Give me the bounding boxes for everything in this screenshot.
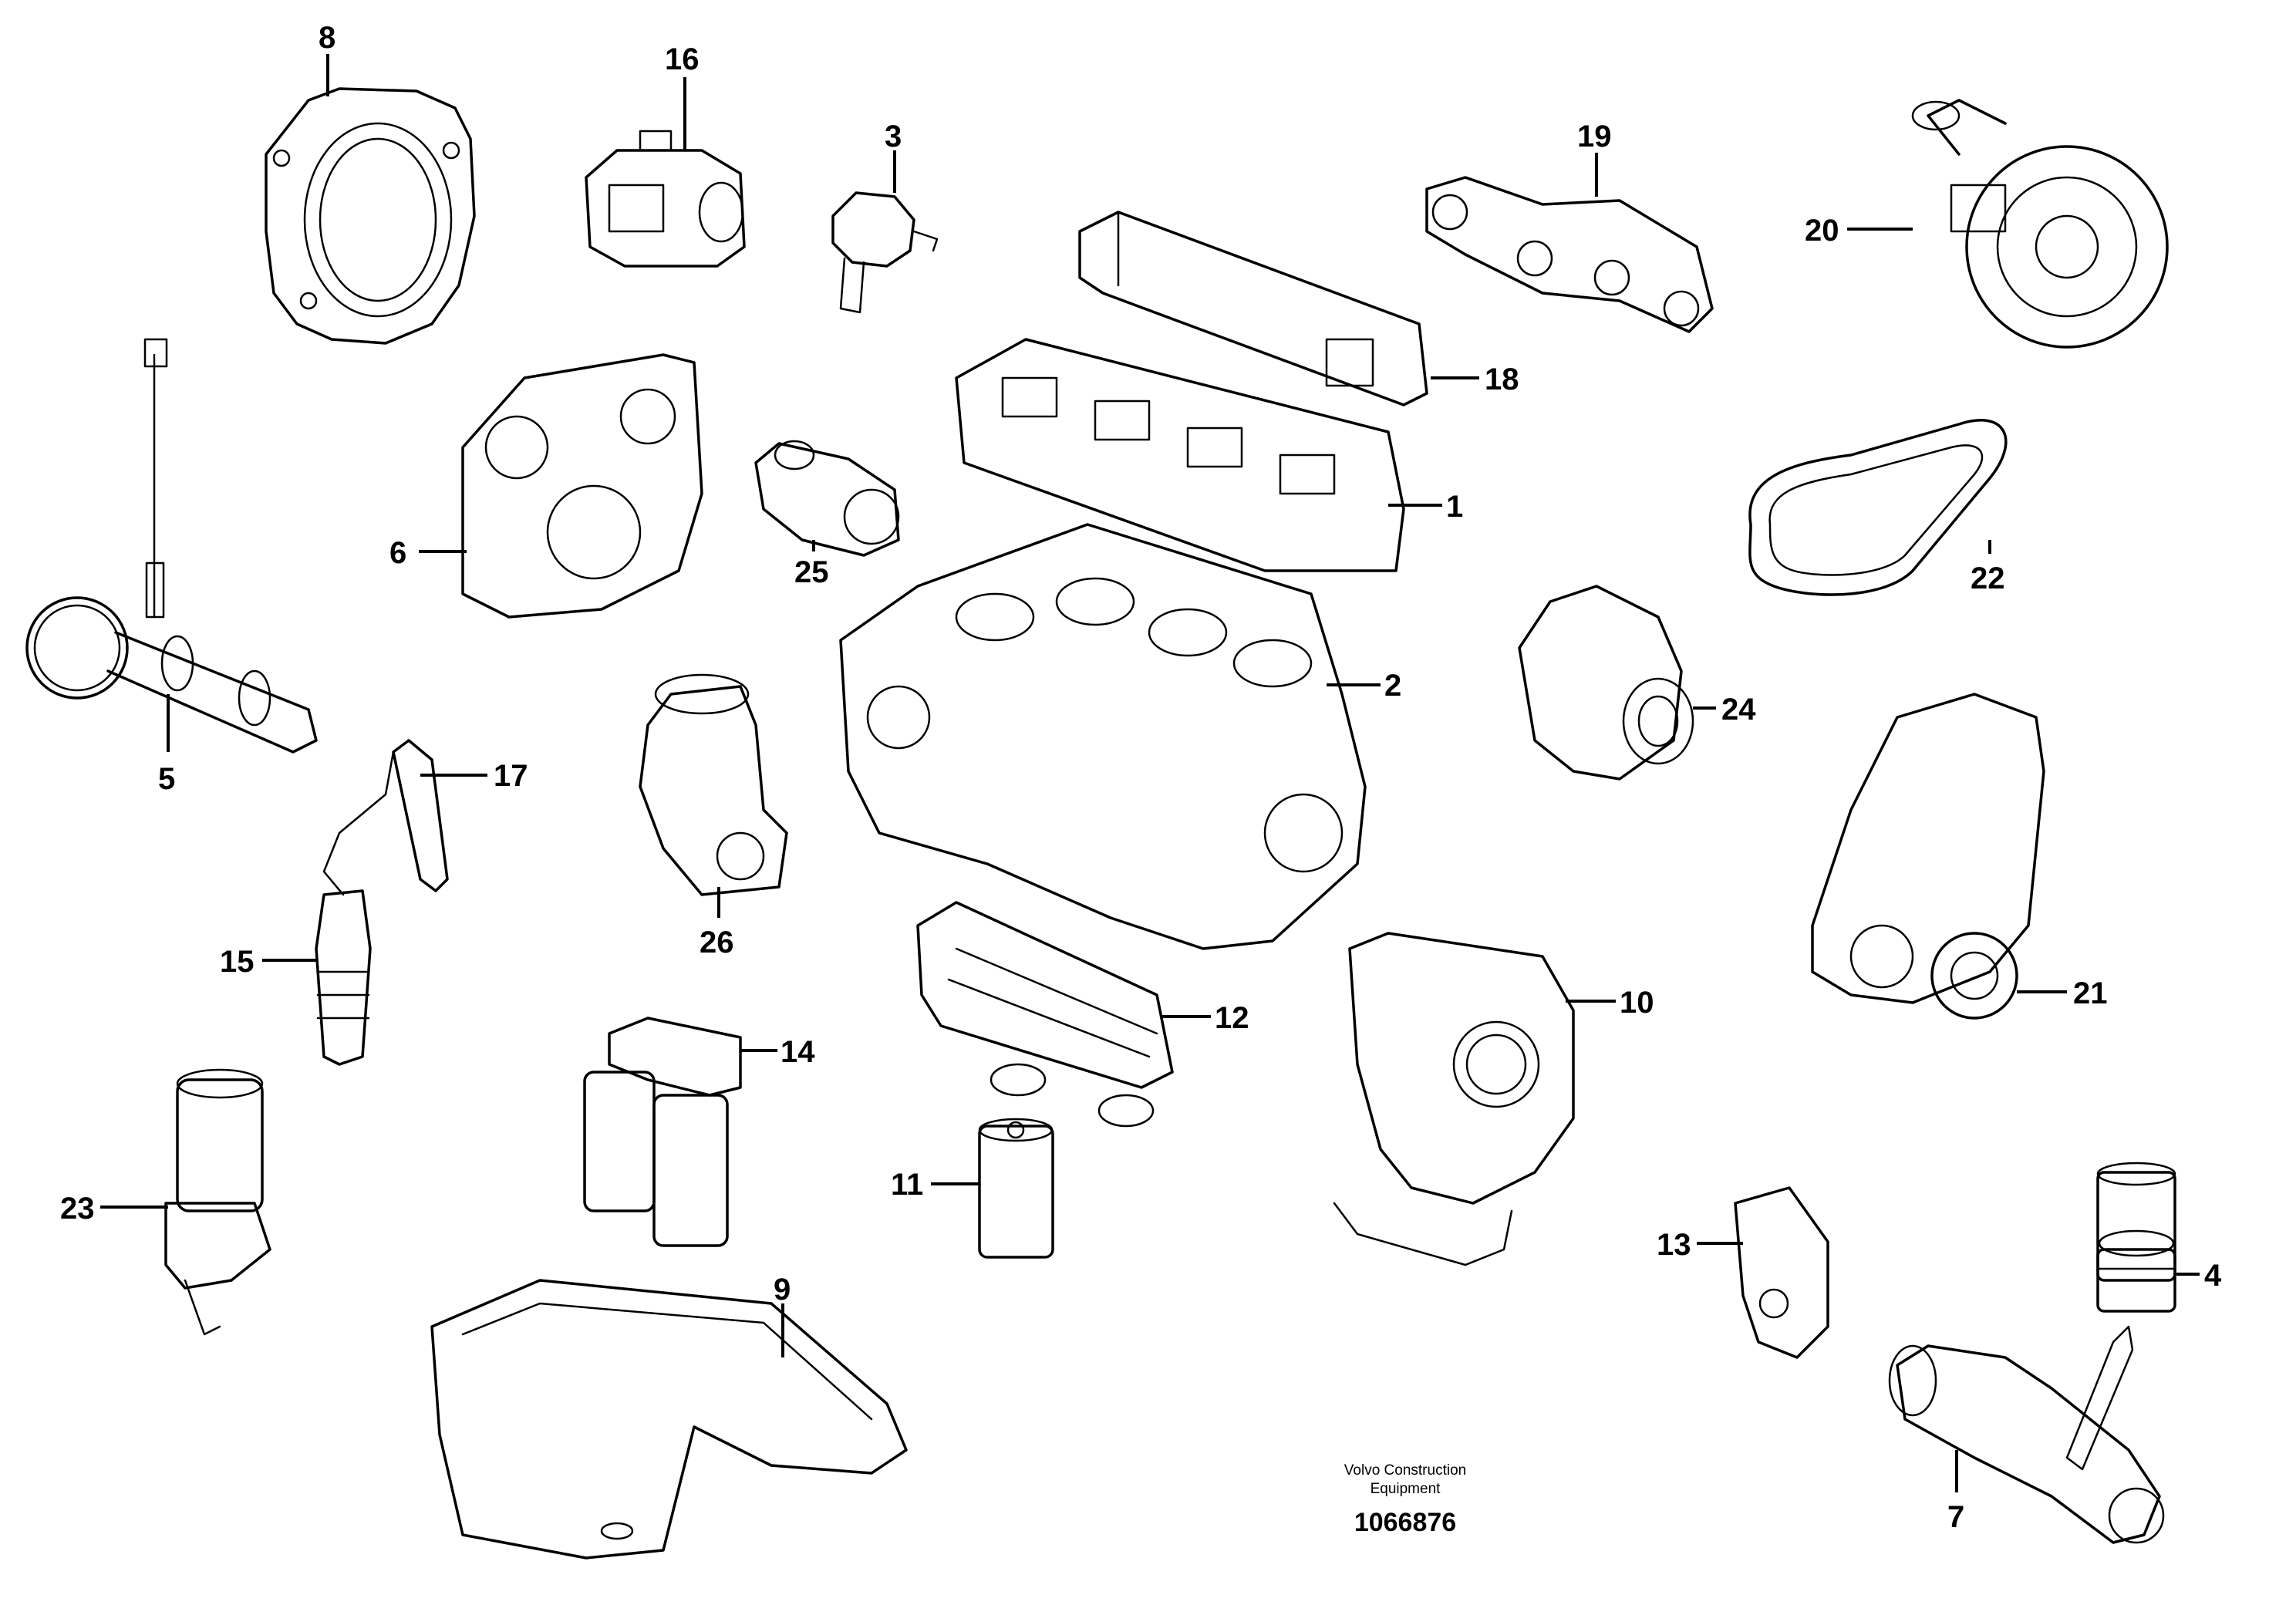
air-compressor-part — [639, 673, 788, 896]
publisher-caption: Volvo Construction Equipment 1066876 — [1344, 1462, 1466, 1537]
leader-lines — [100, 54, 2200, 1492]
timing-gear-casing-part — [461, 353, 703, 619]
fuel-pump-part — [585, 130, 746, 268]
turbocharger-part — [1911, 99, 2169, 349]
callout-15: 15 — [220, 945, 255, 979]
callout-21: 21 — [2073, 976, 2108, 1010]
callout-2: 2 — [1384, 669, 1401, 703]
callout-25: 25 — [794, 555, 829, 589]
callout-22: 22 — [1971, 561, 2005, 595]
camshaft-part — [25, 338, 318, 754]
callout-17: 17 — [494, 759, 528, 793]
callout-14: 14 — [781, 1035, 815, 1069]
cylinder-block-part — [839, 523, 1367, 950]
alternator-part — [1518, 585, 1694, 781]
caption-line-1: Volvo Construction — [1344, 1462, 1466, 1479]
callout-labels: 1 2 3 4 5 6 7 8 9 10 11 12 13 14 15 16 1… — [60, 21, 2222, 1534]
liner-piston-part — [2096, 1162, 2176, 1313]
bracket-part — [1734, 1186, 1829, 1359]
callout-13: 13 — [1657, 1228, 1691, 1262]
callout-16: 16 — [665, 42, 700, 76]
drive-belt-part — [1748, 419, 2008, 596]
oil-filter-part — [978, 1118, 1054, 1259]
callout-7: 7 — [1947, 1500, 1964, 1534]
crankshaft-part — [1888, 1325, 2165, 1544]
callout-20: 20 — [1805, 214, 1839, 248]
callout-4: 4 — [2204, 1259, 2222, 1293]
oil-cooler-part — [916, 901, 1174, 1128]
sensor-part — [831, 191, 939, 314]
intake-manifold-part — [1078, 211, 1428, 406]
cylinder-head-part — [955, 338, 1405, 572]
callout-5: 5 — [158, 762, 175, 796]
callout-26: 26 — [700, 926, 734, 959]
fuel-filter-part — [583, 1017, 742, 1247]
callout-18: 18 — [1485, 363, 1519, 396]
caption-line-2: Equipment — [1371, 1481, 1441, 1497]
flywheel-housing-part — [265, 87, 476, 345]
callout-12: 12 — [1215, 1001, 1249, 1035]
callout-6: 6 — [389, 536, 406, 570]
injector-part — [322, 739, 449, 896]
callout-10: 10 — [1620, 986, 1654, 1020]
oil-pump-part — [1333, 932, 1575, 1266]
callout-9: 9 — [774, 1273, 791, 1307]
starter-motor-part — [754, 440, 900, 557]
callout-8: 8 — [319, 21, 335, 55]
callout-19: 19 — [1577, 120, 1612, 153]
oil-level-sensor-part — [164, 1068, 271, 1336]
callout-23: 23 — [60, 1192, 95, 1226]
callout-1: 1 — [1446, 490, 1463, 524]
exhaust-manifold-part — [1425, 176, 1714, 333]
callout-3: 3 — [885, 120, 902, 153]
unit-pump-part — [315, 889, 372, 1066]
water-pump-part — [1811, 693, 2045, 1020]
callout-24: 24 — [1721, 693, 1756, 727]
document-number: 1066876 — [1354, 1508, 1456, 1537]
oil-pan-part — [430, 1279, 908, 1560]
callout-11: 11 — [891, 1168, 923, 1202]
